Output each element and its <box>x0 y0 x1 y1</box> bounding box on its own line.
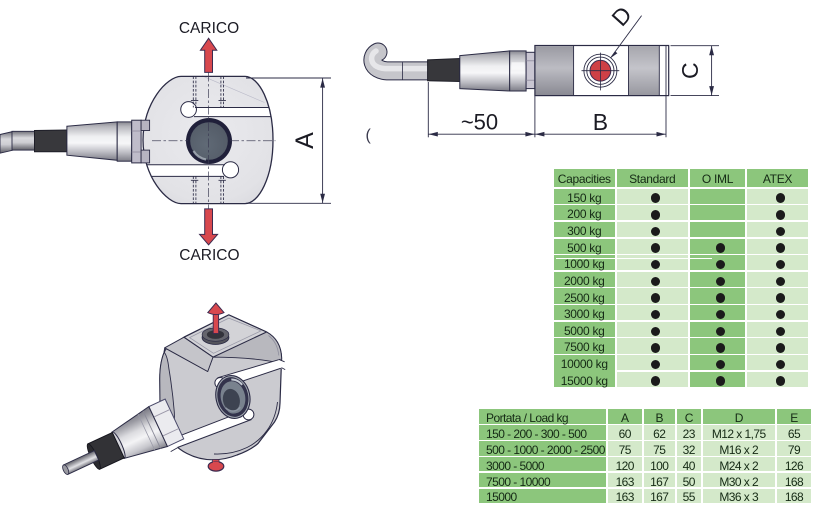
svg-text:B: B <box>593 109 608 135</box>
svg-text:CARICO: CARICO <box>179 247 239 264</box>
svg-text:D: D <box>606 1 636 31</box>
svg-text:(: ( <box>366 127 372 144</box>
svg-text:~50: ~50 <box>461 109 498 134</box>
svg-text:CARICO: CARICO <box>179 20 239 37</box>
svg-text:A: A <box>291 132 319 149</box>
svg-text:C: C <box>677 62 703 79</box>
